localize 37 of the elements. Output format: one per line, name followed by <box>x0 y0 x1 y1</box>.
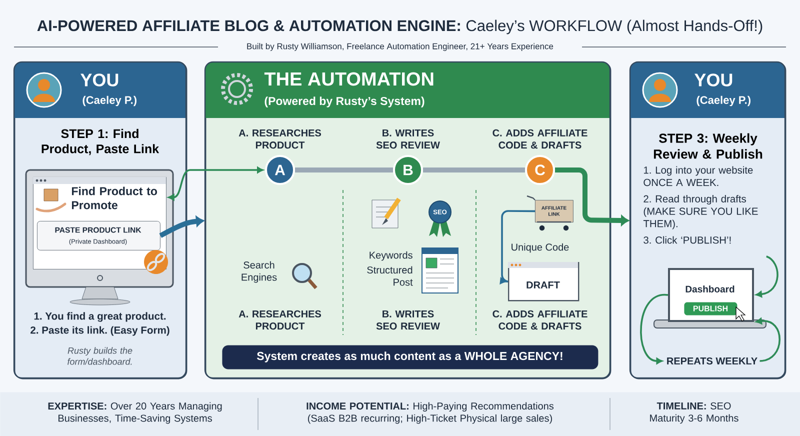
instruction-list: 1. Log into your website ONCE A WEEK. 2. Read through drafts (MAKE SURE YOU LIKE THEM). 3. Click ‘PUBLISH’! <box>643 166 758 244</box>
icon-caption: Structured Post <box>367 266 413 286</box>
step-title: STEP 1: Find Product, Paste Link <box>42 128 160 156</box>
arrow <box>640 294 668 364</box>
title: AI-POWERED AFFILIATE BLOG & AUTOMATION ENGINE: Caeley’s WORKFLOW (Almost Hands-Off!) <box>37 20 762 34</box>
instruction-text: 1. You find a great product. <box>34 312 166 322</box>
pipe <box>295 168 393 172</box>
column-caption: B. WRITES SEO REVIEW <box>376 310 440 330</box>
arrow <box>159 216 204 238</box>
step-title: STEP 3: Weekly Review & Publish <box>654 133 762 159</box>
panel-heading: YOU <box>80 74 118 86</box>
column-heading: B. WRITES SEO REVIEW <box>376 129 440 149</box>
column-heading: C. ADDS AFFILIATE CODE & DRAFTS <box>492 129 588 149</box>
arrow <box>756 318 780 362</box>
panel-heading: YOU <box>694 74 732 86</box>
arrow <box>756 256 778 298</box>
loop-label: REPEATS WEEKLY <box>667 357 758 365</box>
pipe <box>423 168 525 172</box>
column-caption: C. ADDS AFFILIATE CODE & DRAFTS <box>492 310 588 330</box>
subtitle: Built by Rusty Williamson, Freelance Automation Engineer, 21+ Years Experience <box>242 42 559 52</box>
column-caption: A. RESEARCHES PRODUCT <box>238 310 321 330</box>
column-heading: A. RESEARCHES PRODUCT <box>238 129 321 149</box>
icon-caption: Keywords <box>370 251 412 261</box>
icon-caption: Search Engines <box>242 261 277 283</box>
arrow <box>168 166 264 200</box>
panel-subheading: (Caeley P.) <box>82 96 136 106</box>
arrow <box>555 168 629 226</box>
draft-window: DRAFT <box>508 262 580 302</box>
panel-heading: THE AUTOMATION <box>264 72 434 86</box>
publish-button: PUBLISH <box>684 302 738 316</box>
note-text: Rusty builds the form/dashboard. <box>68 347 132 365</box>
arrow <box>500 210 536 284</box>
footer-band: EXPERTISE: Over 20 Years Managing Businesses, Time-Saving Systems INCOME POTENTIAL: High-Paying Recommendations (SaaS B2B recurring; High-Ticket Physical large sales) TIMELINE: SEO Maturity 3-6 Months <box>0 392 800 436</box>
instruction-text: 2. Paste its link. (Easy Form) <box>30 326 170 336</box>
banner: System creates as much content as a WHOLE AGENCY! <box>222 345 598 370</box>
panel-subheading: (Powered by Rusty’s System) <box>264 96 424 108</box>
panel-subheading: (Caeley P.) <box>696 96 750 106</box>
